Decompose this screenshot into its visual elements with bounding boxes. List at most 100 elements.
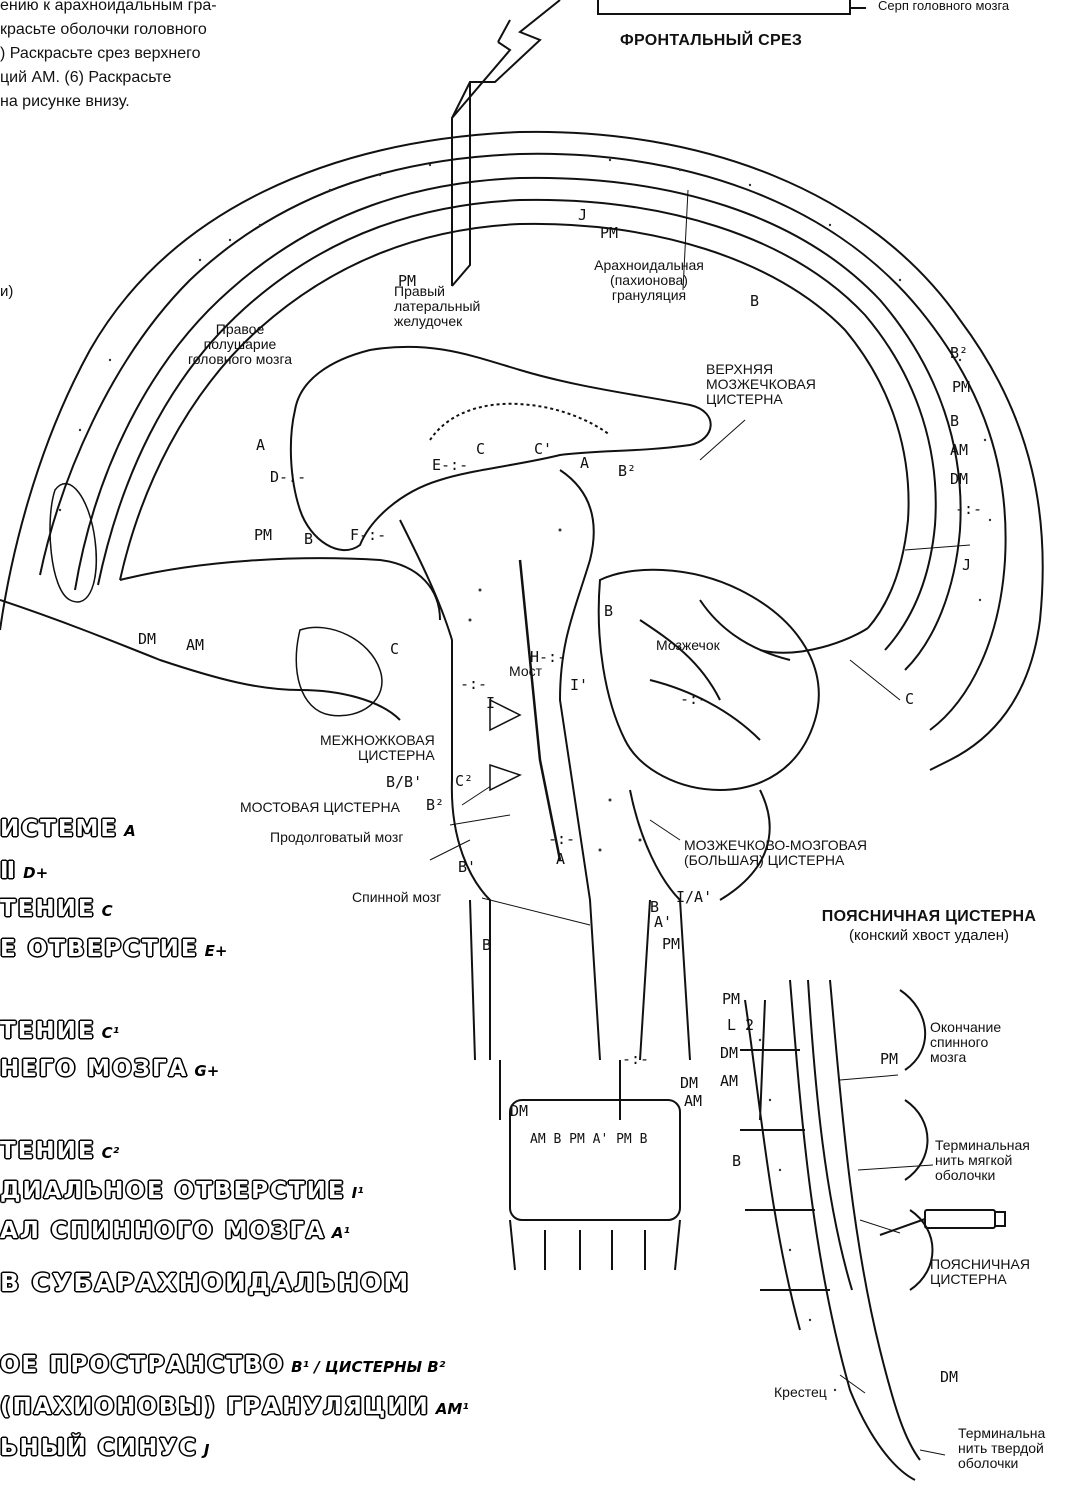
label-right-lateral-ventricle: Правый латеральный желудочек	[394, 284, 480, 329]
letter-am-left: AM	[186, 636, 204, 654]
letter-ia1: I/A'	[676, 888, 712, 906]
letter-b-right: B	[750, 292, 759, 310]
intro-line-2: красьте оболочки головного	[0, 18, 207, 42]
letter-l2: L 2	[727, 1016, 754, 1034]
lumbar-sac-back	[830, 980, 920, 1460]
letter-a1-spine: A'	[654, 913, 672, 931]
letter-b-lumbar: B	[732, 1152, 741, 1170]
dural-cylinder	[510, 1100, 680, 1220]
label-lumbar-cistern: ПОЯСНИЧНАЯ ЦИСТЕРНА	[930, 1257, 1030, 1287]
letter-star-pons: -:-	[460, 675, 487, 693]
letter-b-spine-left: B	[482, 936, 491, 954]
letter-j-top: J	[578, 206, 587, 224]
letter-a-third: A	[580, 454, 589, 472]
label-right-hemisphere: Правое полушарие головного мозга	[160, 322, 320, 367]
brainstem-posterior	[560, 470, 600, 1060]
label-superior-cerebellar-cistern: ВЕРХНЯЯ МОЗЖЕЧКОВАЯ ЦИСТЕРНА	[706, 362, 816, 407]
letter-pm-spine: PM	[662, 935, 680, 953]
letter-pm-lumbar2: PM	[880, 1050, 898, 1068]
letter-dm-right: DM	[950, 470, 968, 488]
intro-line-4: ций АМ. (6) Раскрасьте	[0, 66, 171, 90]
letter-b2-pontine: B²	[426, 796, 444, 814]
intro-line-5: на рисунке внизу.	[0, 90, 130, 114]
arachnoid-layer	[98, 200, 936, 650]
intro-line-3: ) Раскрасьте срез верхнего	[0, 42, 200, 66]
letter-star-cerebellum: -:-	[680, 690, 707, 708]
letter-star-right: -:-	[955, 500, 982, 518]
letter-pm-top2: PM	[600, 224, 618, 242]
letter-c-right: C	[905, 690, 914, 708]
letter-am-cyl: AM	[684, 1092, 702, 1110]
letter-c2: C²	[455, 772, 473, 790]
letter-i: I	[486, 694, 495, 712]
section-arrow	[452, 0, 560, 286]
dura-layer	[75, 178, 961, 670]
label-conus: Окончание спинного мозга	[930, 1020, 1001, 1065]
letter-b1-left: B'	[458, 858, 476, 876]
lumbar-title: ПОЯСНИЧНАЯ ЦИСТЕРНА	[784, 908, 1071, 926]
letter-e: E-:-	[432, 456, 468, 474]
letter-i1: I'	[570, 676, 588, 694]
falx-caption: Серп головного мозга	[878, 0, 1009, 13]
letter-am-right: AM	[950, 441, 968, 459]
letter-pm-lumbar: PM	[722, 990, 740, 1008]
label-pontine-cistern: МОСТОВАЯ ЦИСТЕРНА	[240, 800, 400, 815]
label-sacrum: Крестец	[774, 1385, 827, 1400]
flow-arrow-c2	[490, 765, 520, 790]
letter-am-lumbar: AM	[720, 1072, 738, 1090]
letter-b-cerebellum: B	[604, 602, 613, 620]
label-interpeduncular-cistern: МЕЖНОЖКОВАЯ ЦИСТЕРНА	[318, 733, 435, 763]
letter-bottom-row: AM B PM A' PM B	[530, 1132, 647, 1147]
label-cisterna-magna: МОЗЖЕЧКОВО-МОЗГОВАЯ (БОЛЬШАЯ) ЦИСТЕРНА	[684, 838, 867, 868]
letter-a-ventricle: A	[256, 436, 265, 454]
letter-j-right: J	[962, 556, 971, 574]
frontal-section-title: ФРОНТАЛЬНЫЙ СРЕЗ	[620, 32, 802, 50]
letter-pm-top: PM	[398, 272, 416, 290]
lumbar-subtitle: (конский хвост удален)	[784, 928, 1071, 943]
letter-b2-right: B²	[950, 344, 968, 362]
legend-item: В СУБАРАХНОИДАЛЬНОМ	[0, 1268, 416, 1297]
letter-star-medulla: -:-	[548, 830, 575, 848]
letter-b-left: B	[304, 530, 313, 548]
frontal-section-box	[598, 0, 850, 14]
letter-dm-lumbar2: DM	[940, 1368, 958, 1386]
pia-layer	[120, 224, 909, 628]
letter-dm-cyl-left: DM	[510, 1102, 528, 1120]
letter-b2: B²	[618, 462, 636, 480]
label-pons: Мост	[509, 664, 542, 679]
letter-d: D-:-	[270, 468, 306, 486]
letter-pm-left: PM	[254, 526, 272, 544]
intro-line-1: ению к арахноидальным гра-	[0, 0, 217, 18]
label-spinal-cord: Спинной мозг	[352, 890, 441, 905]
letter-b-right2: B	[950, 412, 959, 430]
label-filum-dura: Терминальна нить твердой оболочки	[958, 1426, 1045, 1471]
letter-pm-right: PM	[952, 378, 970, 396]
legend-item: ⅡD+	[0, 858, 48, 884]
letter-star-dura: -:-	[622, 1050, 649, 1068]
letter-a-medulla: A	[556, 850, 565, 868]
label-cerebellum: Мозжечок	[656, 638, 720, 653]
letter-c-left: C	[390, 640, 399, 658]
letter-h: H-:-	[530, 648, 566, 666]
label-medulla: Продолговатый мозг	[270, 830, 403, 845]
stray-text: и)	[0, 284, 13, 299]
lateral-ventricle	[291, 347, 711, 550]
label-arachnoid-granulation: Арахноидальная (пахионова) грануляция	[574, 258, 724, 303]
syringe-icon	[925, 1210, 995, 1228]
letter-dm-lumbar: DM	[720, 1044, 738, 1062]
letter-f: F-:-	[350, 526, 386, 544]
label-filum-pia: Терминальная нить мягкой оболочки	[935, 1138, 1030, 1183]
letter-bb1: B/B'	[386, 773, 422, 791]
letter-c1: C'	[534, 440, 552, 458]
